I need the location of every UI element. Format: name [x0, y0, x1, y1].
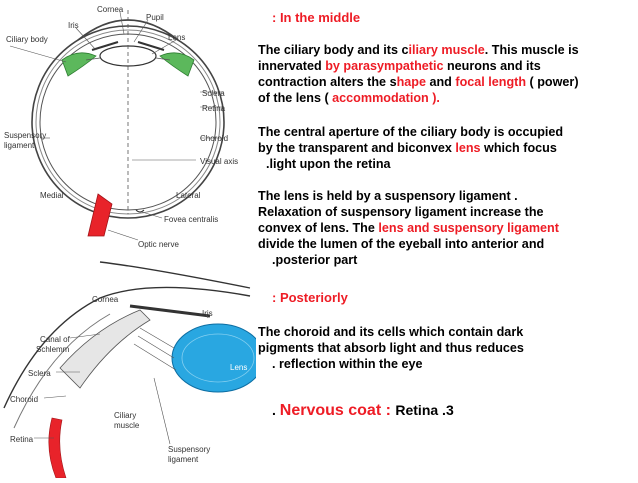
ciliary-body-right: [159, 52, 195, 77]
label-ciliary-2: muscle: [114, 421, 140, 430]
choroid-layer: [13, 313, 111, 429]
eye-section-diagram: Cornea Pupil Iris Ciliary body Lens Scle…: [0, 0, 256, 250]
label-medial: Medial: [40, 191, 64, 200]
iris-right: [137, 41, 165, 51]
p3-line-3: convex of lens. The lens and suspensory …: [258, 221, 559, 235]
label-retina: Retina: [10, 435, 34, 444]
label-lens: Lens: [168, 33, 185, 42]
p1-line-3: contraction alters the shape and focal l…: [258, 75, 579, 89]
label-iris: Iris: [68, 21, 79, 30]
label-canal-1: Canal of: [40, 335, 71, 344]
label-sclera: Sclera: [202, 89, 225, 98]
label-fovea: Fovea centralis: [164, 215, 218, 224]
anterior-segment-diagram: Cornea Iris Canal of Schlemm Sclera Lens…: [0, 258, 265, 479]
p4-line-3: . reflection within the eye: [272, 357, 423, 371]
iris-shape: [129, 304, 211, 318]
label-choroid: Choroid: [200, 134, 228, 143]
p3-line-4: divide the lumen of the eyeball into ant…: [258, 237, 545, 251]
ciliary-body-left: [61, 52, 97, 77]
label-sclera: Sclera: [28, 369, 51, 378]
label-suspensory: Suspensory: [4, 131, 46, 140]
label-optic-nerve: Optic nerve: [138, 240, 179, 249]
label-ciliary-1: Ciliary: [114, 411, 136, 420]
label-suspensory-2: ligament: [168, 455, 199, 464]
label-visual-axis: Visual axis: [200, 157, 238, 166]
sclera-layer: [3, 286, 251, 409]
p4-line-1: The choroid and its cells which contain …: [258, 325, 524, 339]
label-ciliary-body: Ciliary body: [6, 35, 48, 44]
label-cornea: Cornea: [97, 5, 124, 14]
p3-line-5: .posterior part: [272, 253, 358, 267]
text-column: : In the middle The ciliary body and its…: [258, 0, 636, 478]
p4-line-2: pigments that absorb light and thus redu…: [258, 341, 524, 355]
nervous-coat-line: . Nervous coat : Retina .3: [272, 402, 454, 419]
p2-line-2: by the transparent and biconvex lens whi…: [258, 141, 557, 155]
iris-left: [91, 41, 119, 51]
ciliary-muscle-shape: [59, 309, 151, 389]
p3-line-1: The lens is held by a suspensory ligamen…: [258, 189, 518, 203]
label-canal-2: Schlemm: [36, 345, 70, 354]
label-iris: Iris: [202, 309, 213, 318]
suspensory-fibre: [137, 335, 175, 359]
retina-shape: [48, 417, 67, 479]
p1-line-1: The ciliary body and its ciliary muscle.…: [258, 43, 579, 57]
p1-line-2: innervated by parasympathetic neurons an…: [258, 59, 541, 73]
label-cornea: Cornea: [92, 295, 119, 304]
suspensory-ligament-left: [85, 57, 101, 61]
fovea-shape: [135, 209, 145, 213]
suspensory-fibre: [139, 327, 175, 349]
label-suspensory-1: Suspensory: [168, 445, 210, 454]
p2-line-1: The central aperture of the ciliary body…: [258, 125, 564, 139]
optic-nerve-shape: [87, 193, 113, 237]
p1-line-4: of the lens ( accommodation ).: [258, 91, 440, 105]
label-pupil: Pupil: [146, 13, 164, 22]
heading-middle: : In the middle: [272, 10, 361, 25]
p2-line-3: .light upon the retina: [266, 157, 391, 171]
label-choroid: Choroid: [10, 395, 38, 404]
heading-posterior: : Posteriorly: [272, 290, 348, 305]
suspensory-fibre: [133, 343, 177, 371]
label-retina: Retina: [202, 104, 226, 113]
label-lateral: Lateral: [176, 191, 201, 200]
p3-line-2: Relaxation of suspensory ligament increa…: [258, 205, 544, 219]
suspensory-ligament-right: [155, 57, 171, 61]
label-ligament: ligament: [4, 141, 35, 150]
cornea-layer: [99, 261, 251, 289]
label-lens: Lens: [230, 363, 247, 372]
